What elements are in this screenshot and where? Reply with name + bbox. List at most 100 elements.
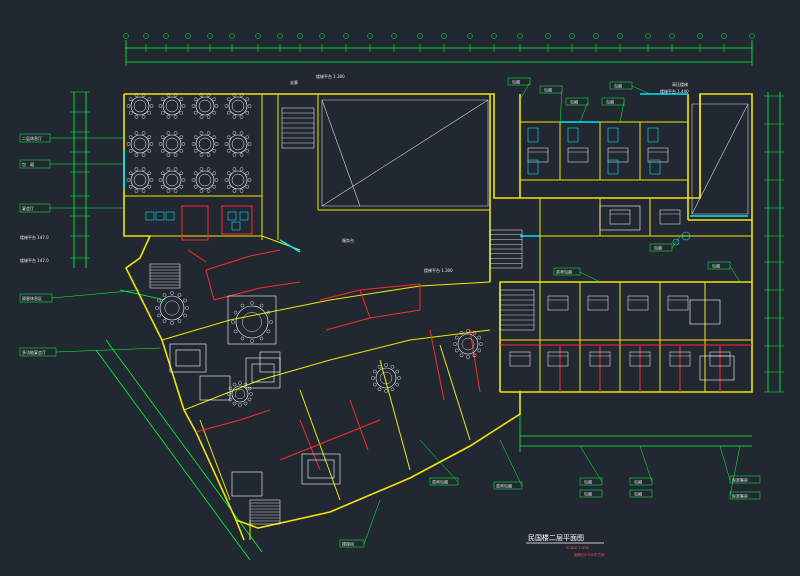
chair — [181, 142, 186, 146]
top-dimension-ticks — [123, 33, 755, 52]
chair — [477, 335, 482, 340]
chair — [239, 153, 244, 157]
chair — [173, 167, 178, 171]
bed — [709, 351, 731, 367]
grid-axis-bubble — [417, 33, 423, 39]
chair — [147, 171, 152, 176]
middle-labels: 服务台 楼梯平台 1.300 贵宾包厢 — [342, 237, 581, 276]
grid-axis-bubble — [441, 33, 447, 39]
grid-axis-bubble — [207, 33, 213, 39]
label-stairwell: 楼梯间 — [342, 541, 354, 547]
chair — [134, 131, 139, 135]
label-landing-mid: 楼梯平台 1.300 — [424, 267, 453, 273]
chair — [179, 171, 184, 176]
chair — [454, 348, 459, 353]
chair — [453, 342, 457, 346]
chair — [240, 303, 245, 308]
chair — [193, 171, 198, 176]
leader-line — [51, 289, 141, 299]
chair — [245, 148, 250, 153]
chair — [212, 97, 217, 102]
chair — [193, 97, 198, 102]
chair — [179, 97, 184, 102]
chair — [239, 131, 244, 135]
chair — [162, 293, 167, 297]
chair — [160, 110, 165, 115]
round-table-top — [133, 137, 147, 151]
drawing-note: 面积约2700平方米 — [574, 552, 605, 557]
grid-axis-bubble — [645, 33, 651, 39]
chair — [226, 110, 231, 115]
chair — [128, 97, 133, 102]
label-landing-2: 楼梯平台 147.0 — [20, 257, 49, 263]
grid-axis-bubble — [517, 33, 523, 39]
chair — [193, 184, 198, 189]
chair — [384, 363, 388, 367]
chair — [160, 97, 165, 102]
chair — [239, 93, 244, 97]
left-dimension-chain — [73, 92, 87, 268]
vip-table-lazy-susan — [234, 389, 245, 400]
chair — [477, 348, 482, 353]
chair — [214, 142, 219, 146]
chair — [149, 178, 154, 182]
chair — [149, 142, 154, 146]
hall-skylight-lines — [321, 99, 749, 215]
round-table-top — [198, 173, 212, 187]
label-waiting-area: 顾客休息区 — [22, 295, 42, 301]
chair — [199, 115, 204, 119]
round-table-top — [165, 173, 179, 187]
chair — [466, 329, 470, 333]
chair — [228, 386, 233, 391]
chair — [173, 189, 178, 193]
chair — [232, 401, 237, 406]
leader-line — [729, 445, 741, 497]
chair — [245, 135, 250, 140]
label-vip-2: 贵宾包厢 — [496, 483, 512, 489]
building-outline — [123, 93, 753, 541]
chair — [459, 330, 464, 335]
grid-axis-bubble — [229, 33, 235, 39]
chair — [126, 178, 131, 182]
chair — [390, 364, 395, 369]
round-table — [195, 170, 215, 190]
bed — [547, 351, 569, 367]
chair — [233, 329, 238, 334]
chair — [395, 382, 400, 387]
chair — [166, 115, 171, 119]
vip-table — [457, 333, 479, 355]
chair — [134, 93, 139, 97]
chair — [179, 184, 184, 189]
chair — [212, 148, 217, 153]
chair — [128, 110, 133, 115]
label-room-f: 包厢 — [654, 245, 662, 251]
chair — [233, 310, 238, 315]
chair — [238, 381, 242, 385]
chair — [238, 403, 242, 407]
chair — [128, 171, 133, 176]
chair — [479, 342, 483, 346]
chair — [191, 142, 196, 146]
bottom-dimension-chain — [519, 390, 752, 452]
chair — [170, 291, 174, 295]
round-table — [228, 96, 248, 116]
chair — [193, 110, 198, 115]
grid-axis-bubble — [721, 33, 727, 39]
leader-line — [719, 445, 731, 481]
grid-axis-bubble — [391, 33, 397, 39]
chair — [179, 135, 184, 140]
chair — [141, 131, 146, 135]
round-table-top — [198, 99, 212, 113]
chair — [372, 382, 377, 387]
chair — [232, 189, 237, 193]
chair — [395, 369, 400, 374]
chair — [228, 397, 233, 402]
chair — [166, 167, 171, 171]
chair — [206, 189, 211, 193]
leader-line — [639, 445, 653, 483]
label-room-k: 包厢 — [634, 491, 642, 497]
chair — [245, 110, 250, 115]
label-room-c: 包厢 — [570, 99, 578, 105]
vip-table — [235, 305, 269, 339]
